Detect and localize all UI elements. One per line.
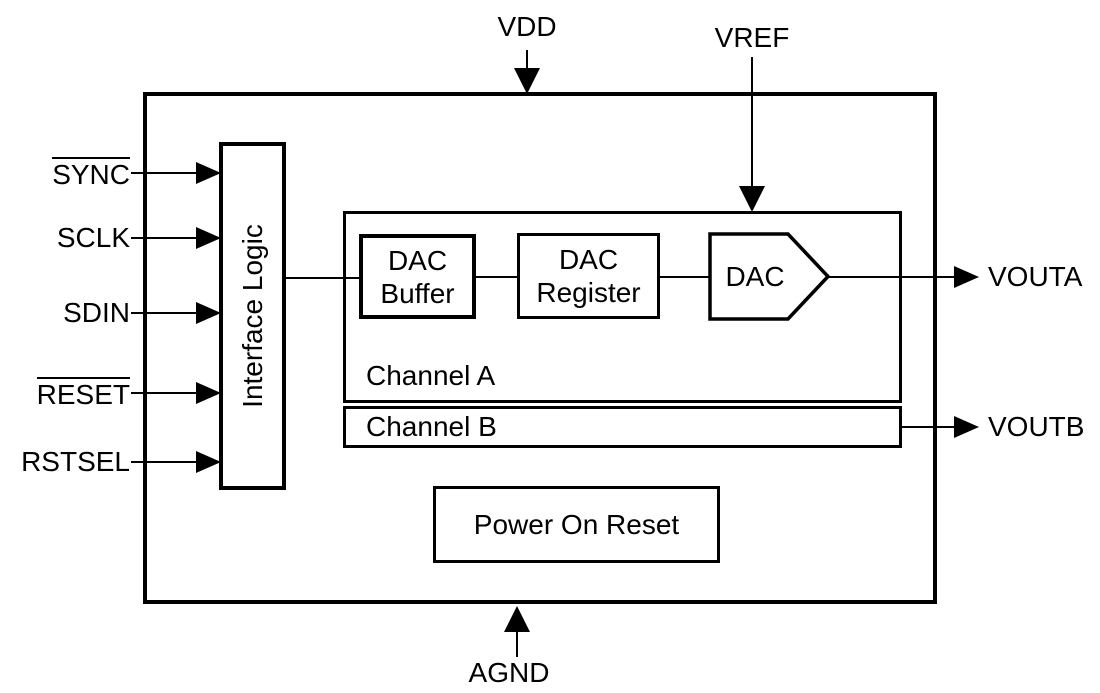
rstsel-arrow: [131, 451, 221, 473]
input-label-sdin: SDIN: [0, 295, 130, 331]
arrowhead-icon: [954, 266, 979, 288]
vref-pin-label: VREF: [692, 21, 812, 56]
dac-buffer-label-line1: DAC: [387, 244, 448, 276]
interface-logic-block: Interface Logic: [219, 142, 286, 490]
sdin-text: SDIN: [63, 296, 130, 328]
dac-register-block: DAC Register: [517, 233, 660, 319]
dac-symbol-label: DAC: [725, 260, 785, 292]
vdd-text: VDD: [497, 11, 557, 43]
arrowhead-icon: [739, 186, 765, 212]
channel-b-block: Channel B: [343, 406, 902, 448]
agnd-text: AGND: [468, 657, 550, 689]
arrowhead-icon: [196, 302, 221, 324]
input-label-sync: SYNC: [0, 155, 130, 191]
reset-text: RESET: [36, 377, 130, 410]
vref-arrow: [739, 57, 765, 212]
arrowhead-icon: [504, 606, 530, 632]
rstsel-text: RSTSEL: [21, 445, 130, 477]
sclk-arrow: [131, 227, 221, 249]
dac-register-label-line2: Register: [536, 277, 641, 308]
arrowhead-icon: [196, 382, 221, 404]
dac-symbol-shape: [708, 232, 831, 321]
sync-arrow: [131, 162, 221, 184]
dac-register-label-line1: DAC: [558, 244, 619, 275]
arrowhead-icon: [514, 68, 540, 94]
sdin-arrow: [131, 302, 221, 324]
vouta-text: VOUTA: [988, 260, 1083, 292]
output-label-vouta: VOUTA: [988, 259, 1082, 295]
arrowhead-icon: [196, 451, 221, 473]
vref-text: VREF: [714, 22, 790, 54]
power-on-reset-label: Power On Reset: [473, 508, 680, 540]
voutb-text: VOUTB: [988, 410, 1085, 442]
reset-arrow: [131, 382, 221, 404]
channel-a-block: Channel A: [343, 211, 902, 403]
sync-text: SYNC: [52, 157, 130, 190]
agnd-arrow: [504, 606, 530, 657]
interface-logic-label: Interface Logic: [236, 224, 268, 408]
dac-buffer-label-line2: Buffer: [380, 277, 455, 309]
agnd-pin-label: AGND: [449, 656, 569, 691]
arrowhead-icon: [196, 227, 221, 249]
chip-boundary: [143, 92, 937, 604]
channel-b-label: Channel B: [366, 411, 497, 442]
dac-buffer-block: DAC Buffer: [359, 234, 476, 319]
vdd-arrow: [514, 50, 540, 94]
arrowhead-icon: [954, 416, 979, 438]
output-label-voutb: VOUTB: [988, 409, 1084, 445]
input-label-reset: RESET: [0, 375, 130, 411]
power-on-reset-block: Power On Reset: [433, 486, 720, 563]
sclk-text: SCLK: [56, 221, 130, 253]
dac-symbol: DAC: [709, 234, 801, 319]
voutb-arrow: [902, 416, 979, 438]
arrowhead-icon: [196, 162, 221, 184]
channel-a-label: Channel A: [366, 360, 496, 391]
vdd-pin-label: VDD: [467, 10, 587, 45]
input-label-sclk: SCLK: [0, 220, 130, 256]
input-label-rstsel: RSTSEL: [0, 444, 130, 480]
